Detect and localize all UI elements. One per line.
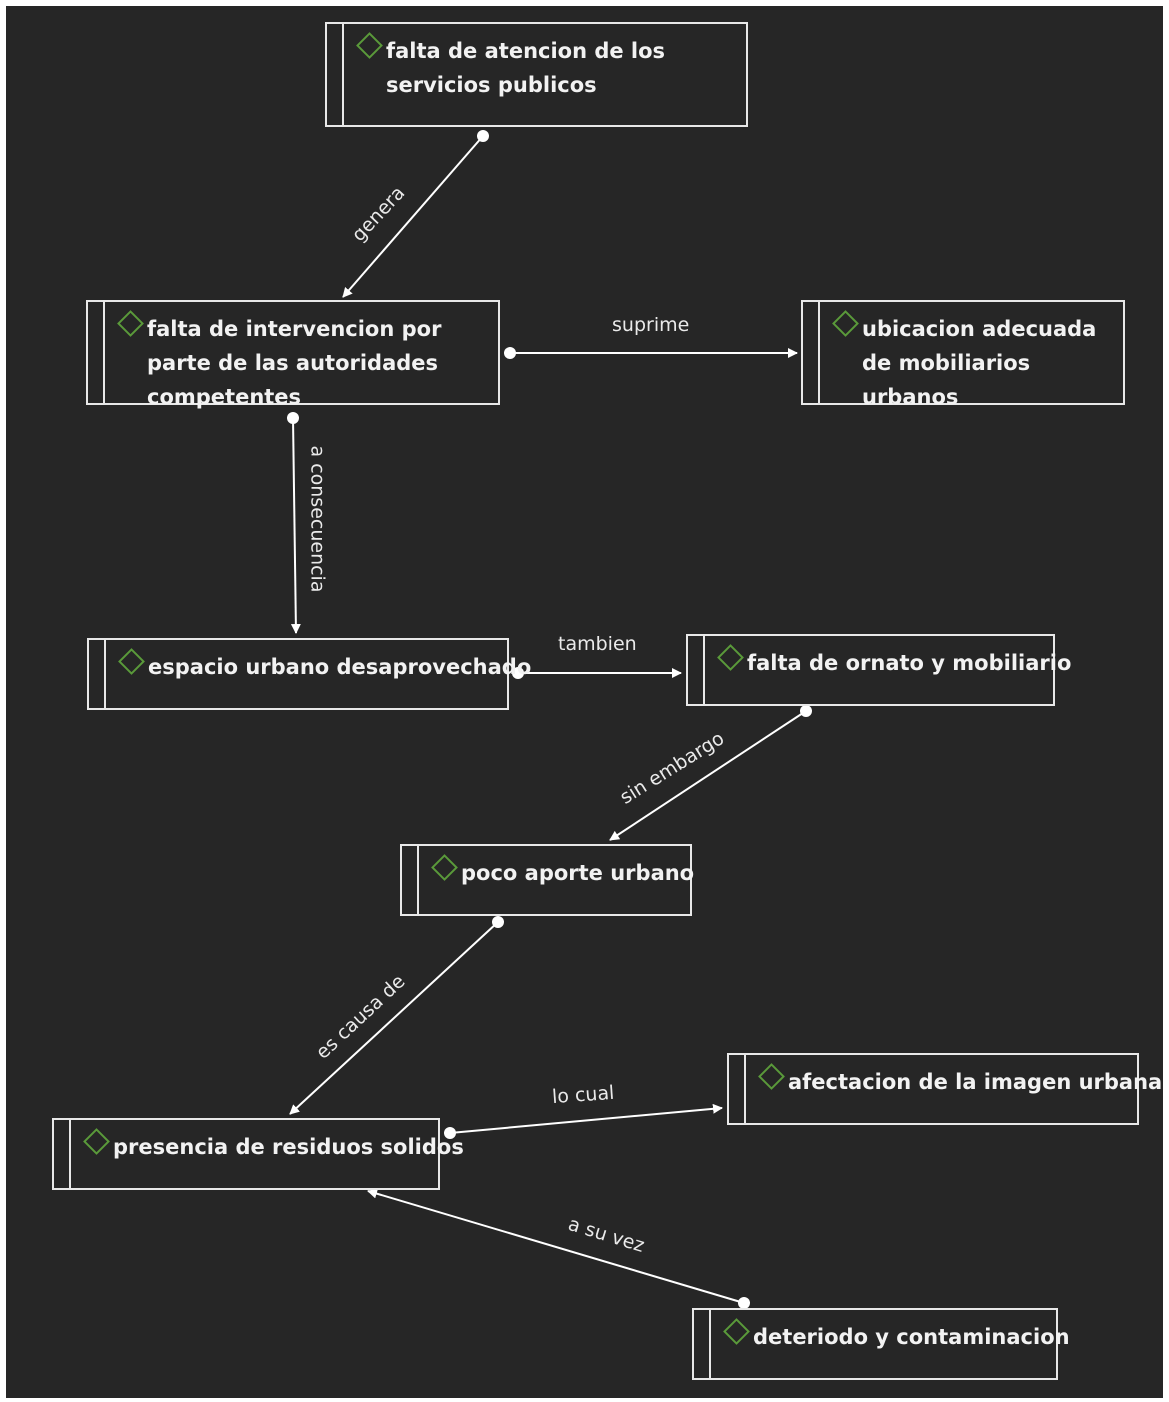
diamond-icon bbox=[758, 1063, 785, 1090]
node-label: falta de atencion de los servicios publi… bbox=[386, 39, 666, 97]
connector-start-dot bbox=[800, 705, 812, 717]
link-label-suprime: suprime bbox=[612, 314, 690, 336]
node-ubicacion-adecuada[interactable]: ubicacion adecuada de mobiliarios urbano… bbox=[801, 300, 1125, 409]
node-label: afectacion de la imagen urbana bbox=[788, 1070, 1163, 1094]
node-label: deteriodo y contaminacion bbox=[753, 1325, 1070, 1349]
node-falta-de-ornato[interactable]: falta de ornato y mobiliario bbox=[686, 634, 1072, 706]
node-afectacion-imagen[interactable]: afectacion de la imagen urbana bbox=[727, 1053, 1163, 1125]
node-label: presencia de residuos solidos bbox=[113, 1135, 464, 1159]
node-label: ubicacion adecuada de mobiliarios urbano… bbox=[862, 317, 1097, 409]
connector-start-dot bbox=[287, 412, 299, 424]
node-bar bbox=[744, 1055, 746, 1123]
node-label: falta de intervencion por parte de las a… bbox=[147, 317, 442, 409]
node-residuos-solidos[interactable]: presencia de residuos solidos bbox=[52, 1118, 464, 1190]
diamond-icon bbox=[118, 648, 145, 675]
node-bar bbox=[103, 302, 105, 403]
node-falta-de-intervencion[interactable]: falta de intervencion por parte de las a… bbox=[86, 300, 500, 409]
node-bar bbox=[417, 846, 419, 914]
node-poco-aporte-urbano[interactable]: poco aporte urbano bbox=[400, 844, 695, 916]
link-label-lo-cual: lo cual bbox=[551, 1081, 616, 1109]
connector-start-dot bbox=[477, 130, 489, 142]
link-label-a-consecuencia: a consecuencia bbox=[306, 445, 329, 593]
node-bar bbox=[703, 636, 705, 704]
diamond-icon bbox=[117, 310, 144, 337]
diamond-icon bbox=[431, 854, 458, 881]
connector-start-dot bbox=[504, 347, 516, 359]
node-label: poco aporte urbano bbox=[461, 861, 695, 885]
diamond-icon bbox=[356, 32, 383, 59]
connector-l6[interactable] bbox=[289, 921, 499, 1115]
node-bar bbox=[69, 1120, 71, 1188]
connector-l5[interactable] bbox=[609, 710, 807, 841]
diamond-icon bbox=[832, 310, 859, 337]
connector-l1[interactable] bbox=[342, 135, 484, 298]
link-label-tambien: tambien bbox=[558, 633, 637, 655]
node-label: espacio urbano desaprovechado bbox=[148, 655, 532, 679]
node-bar bbox=[342, 24, 344, 125]
diamond-icon bbox=[83, 1128, 110, 1155]
node-bar bbox=[104, 640, 106, 708]
node-bar bbox=[818, 302, 820, 403]
node-falta-de-atencion[interactable]: falta de atencion de los servicios publi… bbox=[325, 22, 748, 127]
connector-start-dot bbox=[444, 1127, 456, 1139]
diamond-icon bbox=[717, 644, 744, 671]
connector-start-dot bbox=[512, 667, 524, 679]
node-label: falta de ornato y mobiliario bbox=[747, 651, 1072, 675]
node-bar bbox=[709, 1310, 711, 1378]
diamond-icon bbox=[723, 1318, 750, 1345]
connector-start-dot bbox=[492, 916, 504, 928]
connector-start-dot bbox=[738, 1297, 750, 1309]
connector-l7[interactable] bbox=[449, 1103, 723, 1134]
connector-l3[interactable] bbox=[290, 417, 301, 634]
connector-l8[interactable] bbox=[367, 1188, 745, 1304]
node-deterioro-contaminacion[interactable]: deteriodo y contaminacion bbox=[692, 1308, 1070, 1380]
node-espacio-urbano[interactable]: espacio urbano desaprovechado bbox=[87, 638, 532, 710]
